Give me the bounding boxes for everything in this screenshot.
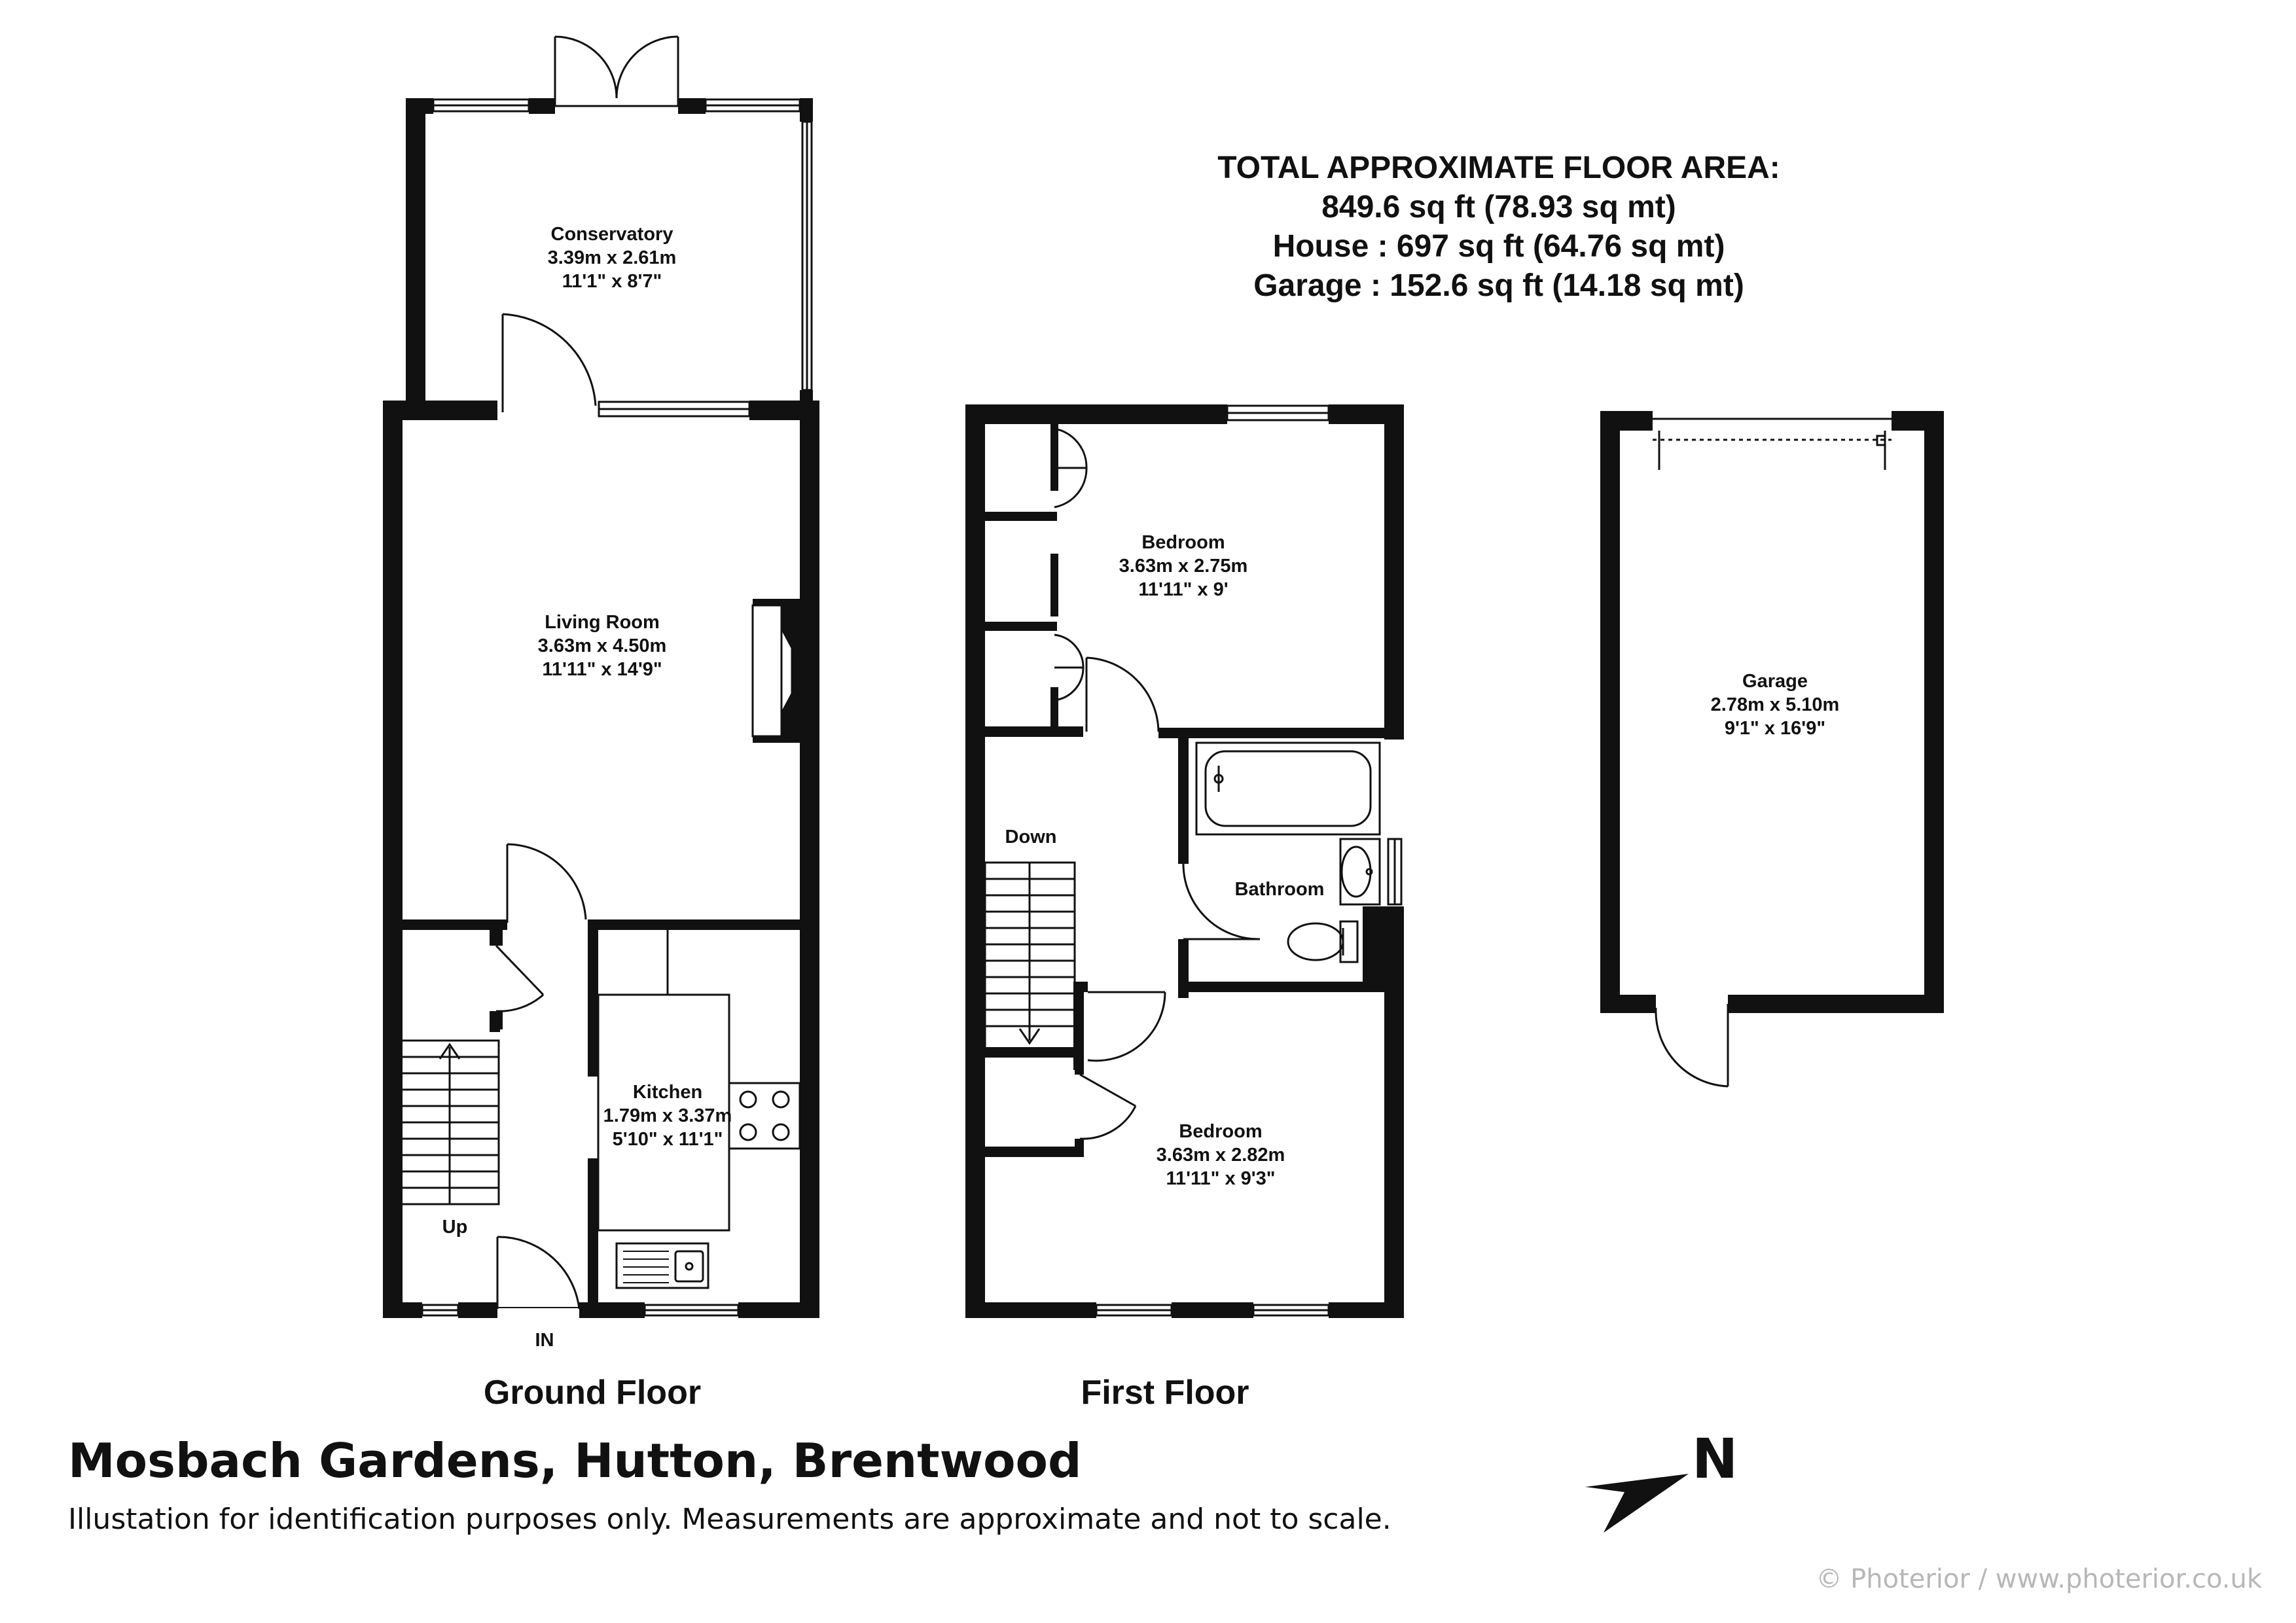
conservatory-walls: [406, 98, 813, 406]
kitchen-name: Kitchen: [633, 1082, 702, 1103]
ground-floor-walls: [383, 401, 819, 1318]
ground-floor-label: Ground Floor: [484, 1374, 701, 1412]
bedroom-2-name: Bedroom: [1179, 1121, 1262, 1142]
kitchen-fixtures: [597, 930, 801, 1289]
north-arrow-icon: [1585, 1474, 1689, 1533]
ground-floor-plan: Conservatory 3.39m x 2.61m 11'1" x 8'7" …: [383, 35, 819, 1412]
property-address: Mosbach Gardens, Hutton, Brentwood: [68, 1433, 1082, 1488]
first-floor-doors: [1079, 656, 1261, 1140]
first-floor-stairs: [984, 861, 1076, 1050]
garage-name: Garage: [1742, 671, 1808, 692]
ground-floor-windows: [421, 401, 751, 1317]
garage-imperial: 9'1" x 16'9": [1725, 718, 1825, 739]
first-floor-walls: [965, 404, 1404, 1318]
first-floor-label: First Floor: [1081, 1374, 1249, 1412]
wardrobe-doors: [1054, 427, 1088, 702]
garage-walls: [1600, 411, 1944, 1013]
conservatory-imperial: 11'1" x 8'7": [562, 271, 662, 292]
entrance-label: IN: [535, 1330, 554, 1351]
disclaimer-text: Illustation for identification purposes …: [68, 1503, 1391, 1536]
area-heading: TOTAL APPROXIMATE FLOOR AREA:: [1217, 151, 1780, 185]
ground-floor-stairs: [399, 1039, 500, 1205]
ground-floor-doors: [495, 313, 597, 1310]
area-garage: Garage : 152.6 sq ft (14.18 sq mt): [1253, 268, 1744, 303]
conservatory-metric: 3.39m x 2.61m: [548, 247, 677, 268]
bathroom-fixtures: [1195, 741, 1381, 963]
kitchen-metric: 1.79m x 3.37m: [603, 1105, 732, 1126]
living-room-imperial: 11'11" x 14'9": [542, 659, 662, 680]
garage-plan: Garage 2.78m x 5.10m 9'1" x 16'9": [1600, 411, 1944, 1088]
first-floor-windows: [1095, 404, 1403, 1317]
garage-metric: 2.78m x 5.10m: [1711, 694, 1840, 715]
area-total: 849.6 sq ft (78.93 sq mt): [1321, 190, 1676, 224]
bathroom-name: Bathroom: [1235, 879, 1325, 900]
area-house: House : 697 sq ft (64.76 sq mt): [1273, 229, 1725, 264]
conservatory-name: Conservatory: [551, 224, 673, 245]
kitchen-imperial: 5'10" x 11'1": [613, 1129, 723, 1150]
fireplace: [751, 604, 783, 738]
bedroom-1-name: Bedroom: [1141, 532, 1225, 553]
garage-door: [1653, 418, 1892, 1088]
photographer-credit: © Photerior / www.photerior.co.uk: [1816, 1564, 2262, 1594]
fireplace-hearth-icon: [780, 628, 793, 714]
conservatory-french-doors: [554, 35, 679, 107]
living-room-name: Living Room: [545, 612, 660, 633]
area-summary: TOTAL APPROXIMATE FLOOR AREA: 849.6 sq f…: [1217, 151, 1780, 303]
bedroom-2-imperial: 11'11" x 9'3": [1166, 1168, 1275, 1189]
north-label: N: [1692, 1427, 1738, 1491]
bedroom-1-imperial: 11'11" x 9': [1138, 579, 1228, 600]
bedroom-2-metric: 3.63m x 2.82m: [1157, 1145, 1285, 1166]
living-room-metric: 3.63m x 4.50m: [538, 635, 667, 656]
bedroom-1-metric: 3.63m x 2.75m: [1119, 556, 1248, 577]
conservatory-windows: [432, 98, 813, 391]
first-floor-plan: Bedroom 3.63m x 2.75m 11'11" x 9' Down B…: [965, 404, 1404, 1412]
stairs-up-label: Up: [442, 1217, 468, 1238]
stairs-down-label: Down: [1005, 827, 1057, 847]
